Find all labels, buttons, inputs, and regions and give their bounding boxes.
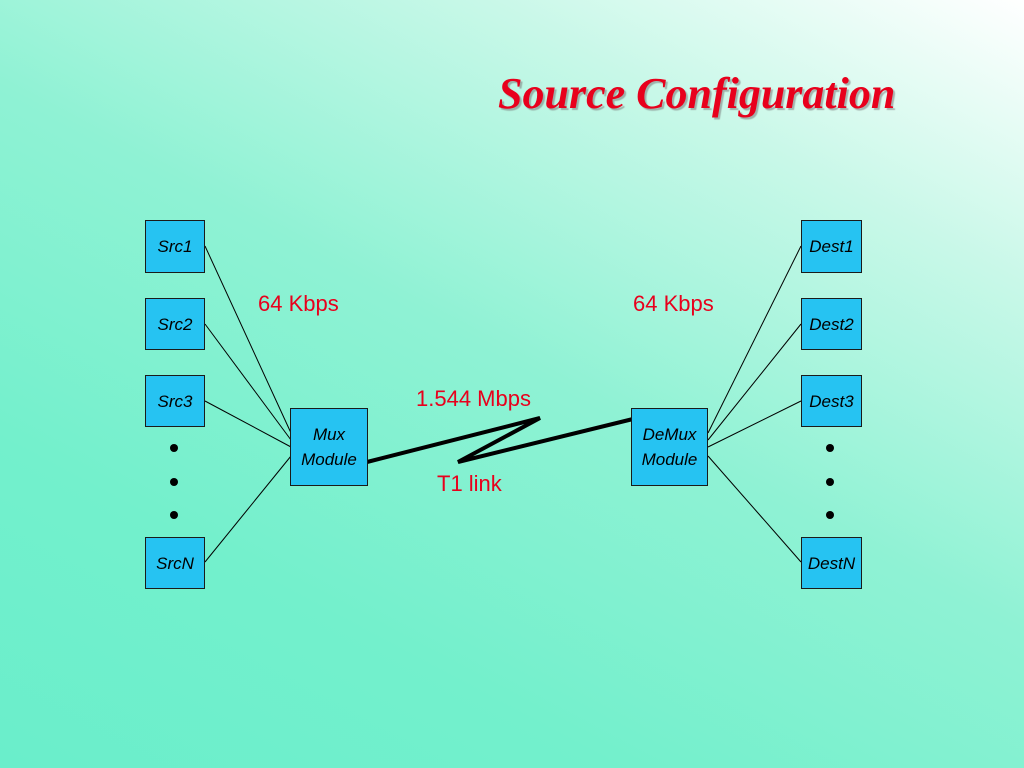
src2-line (204, 323, 292, 441)
dest-rate-label: 64 Kbps (633, 291, 714, 316)
ellipsis-dot (170, 444, 178, 452)
demux-label-line2: Module (641, 450, 698, 469)
src1-line (204, 245, 292, 434)
demux-label-line1: DeMux (642, 425, 697, 444)
ellipsis-dot (826, 511, 834, 519)
mux-label-line1: Mux (312, 425, 346, 444)
src3-label: Src3 (157, 391, 193, 411)
src2-label: Src2 (157, 314, 193, 334)
dest1-label: Dest1 (809, 237, 854, 256)
dest1-box: Dest1 (801, 220, 862, 273)
srcn-label: SrcN (156, 553, 194, 573)
src3-line (204, 400, 292, 448)
src3-box: Src3 (145, 375, 205, 427)
src1-label: Src1 (157, 237, 193, 256)
dest3-label: Dest3 (809, 391, 854, 411)
t1-link-zigzag (366, 416, 634, 464)
ellipsis-dot (826, 478, 834, 486)
src1-box: Src1 (145, 220, 205, 273)
dest2-label: Dest2 (809, 314, 854, 334)
src2-box: Src2 (145, 298, 205, 350)
mux-label-line2: Module (301, 450, 357, 469)
dest3-line (707, 400, 802, 448)
dest1-line (707, 245, 802, 434)
slide-title: Source Configuration (498, 69, 896, 118)
demux-module-box: DeMux Module (631, 408, 708, 486)
src-rate-label: 64 Kbps (258, 291, 339, 316)
dest2-line (707, 323, 802, 441)
ellipsis-dot (170, 511, 178, 519)
destn-line (707, 455, 802, 563)
ellipsis-dot (170, 478, 178, 486)
mux-module-box: Mux Module (290, 408, 368, 486)
dest2-box: Dest2 (801, 298, 862, 350)
dest3-box: Dest3 (801, 375, 862, 427)
destn-box: DestN (801, 537, 862, 589)
link-name-label: T1 link (437, 471, 502, 496)
ellipsis-dot (826, 444, 834, 452)
srcn-box: SrcN (145, 537, 205, 589)
destn-label: DestN (807, 553, 856, 573)
srcn-line (204, 455, 292, 563)
link-rate-label: 1.544 Mbps (416, 386, 531, 411)
